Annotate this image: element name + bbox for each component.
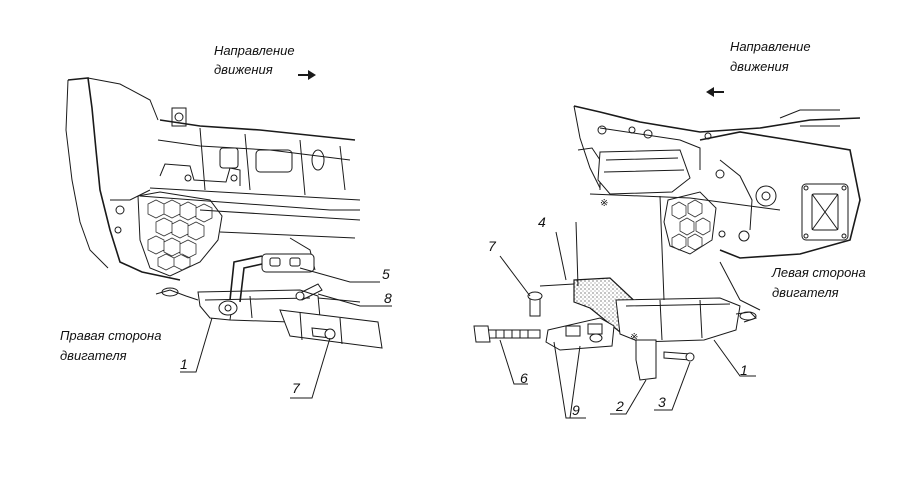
callout-right-4: 4 [538, 214, 546, 230]
svg-text:※: ※ [600, 198, 608, 209]
direction-label-right-line2: движения [730, 59, 789, 74]
right-leaders [499, 231, 761, 419]
callout-left-5: 5 [382, 266, 390, 282]
arrow-right-icon [298, 70, 316, 80]
callout-left-1: 1 [180, 356, 188, 372]
callout-right-3: 3 [658, 394, 666, 410]
left-leaders [180, 267, 392, 399]
left-support-assembly [155, 253, 383, 349]
callout-left-8: 8 [384, 290, 392, 306]
right-mesh-cover [663, 191, 717, 255]
svg-text:※: ※ [630, 332, 638, 343]
callout-left-7: 7 [292, 380, 300, 396]
right-side-label-line1: Правая сторона [60, 328, 162, 343]
right-engine-block: ※ [573, 105, 861, 259]
left-side-label-line1: Левая сторона [772, 265, 866, 280]
callout-right-6: 6 [520, 370, 528, 386]
callout-right-7: 7 [488, 238, 496, 254]
callout-right-1: 1 [740, 362, 748, 378]
callout-right-2: 2 [616, 398, 624, 414]
arrow-left-icon [706, 87, 724, 97]
right-support-assembly: ※ [473, 195, 757, 381]
direction-label-left-line2: движения [214, 62, 273, 77]
right-side-label-line2: двигателя [60, 348, 127, 363]
callout-right-9: 9 [572, 402, 580, 418]
left-side-label-line2: двигателя [772, 285, 839, 300]
left-engine-block [65, 77, 361, 281]
left-mesh-cover [137, 191, 223, 277]
direction-label-left-line1: Направление [214, 43, 295, 58]
direction-label-right-line1: Направление [730, 39, 811, 54]
